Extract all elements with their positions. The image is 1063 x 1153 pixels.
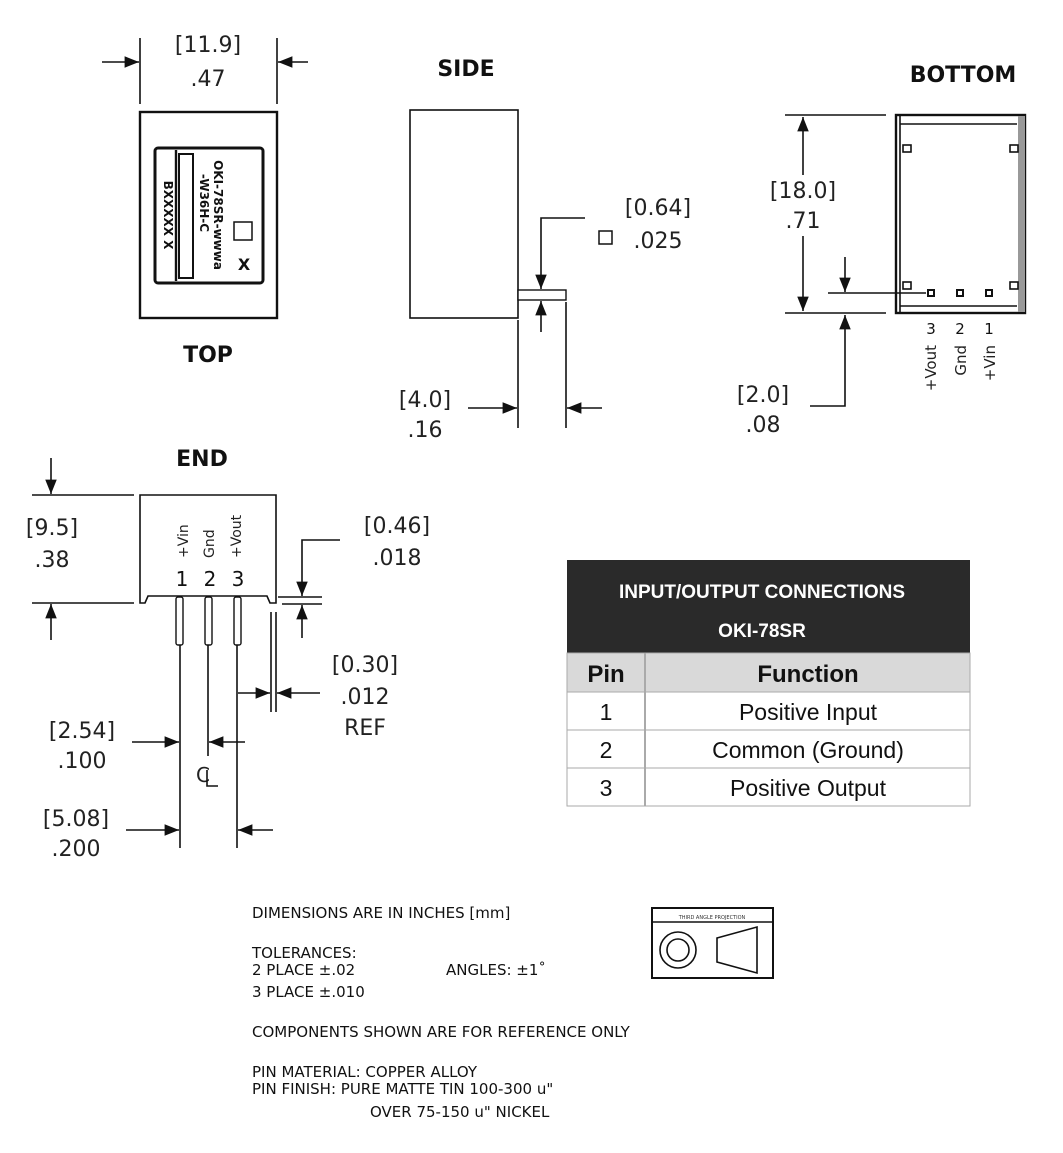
end-span-mm: [5.08] [43, 807, 109, 832]
product-label: OKI-78SR-wwwa -W36H-C BXXXXX X X [153, 146, 265, 285]
table-cell-pin: 1 [600, 699, 613, 725]
top-view: [11.9] .47 OKI-78SR-wwwa -W36H-C BXXXXX … [102, 33, 308, 368]
end-pin-label: +Vin [176, 524, 192, 558]
end-pin-width-mm: [0.30] [332, 653, 398, 678]
end-view-title: END [176, 447, 228, 472]
note-pin-material: PIN MATERIAL: COPPER ALLOY [252, 1063, 478, 1081]
table-cell-function: Positive Output [730, 775, 887, 801]
module-end-outline [139, 494, 277, 604]
centerline-symbol: C [196, 763, 218, 787]
end-pin-number: 1 [176, 567, 189, 591]
pin-side [517, 289, 567, 301]
bottom-pin-offset-in: .08 [746, 413, 781, 438]
svg-text:C: C [196, 763, 210, 787]
projection-label: THIRD ANGLE PROJECTION [678, 915, 746, 921]
bottom-pin-number: 2 [955, 320, 965, 338]
side-pin-length-mm: [4.0] [399, 388, 451, 413]
table-subtitle: OKI-78SR [718, 621, 806, 642]
label-mark: X [238, 255, 251, 274]
side-pin-in: .025 [634, 229, 683, 254]
end-span-in: .200 [52, 837, 101, 862]
end-pin-number: 3 [232, 567, 245, 591]
module-side-outline [409, 109, 519, 319]
table-row: 3 Positive Output [600, 775, 887, 801]
note-two-place: 2 PLACE ±.02 [252, 961, 355, 979]
table-title: INPUT/OUTPUT CONNECTIONS [619, 582, 905, 603]
table-row: 1 Positive Input [600, 699, 878, 725]
table-cell-pin: 2 [600, 737, 613, 763]
label-date-code: BXXXXX X [161, 181, 175, 251]
end-pin-number: 2 [204, 567, 217, 591]
module-top-outline [138, 110, 279, 320]
top-width-in: .47 [191, 67, 226, 92]
end-pitch-mm: [2.54] [49, 719, 115, 744]
note-units: DIMENSIONS ARE IN INCHES [mm] [252, 904, 510, 922]
label-suffix: -W36H-C [197, 174, 211, 232]
note-reference: COMPONENTS SHOWN ARE FOR REFERENCE ONLY [252, 1023, 631, 1041]
table-header-function: Function [757, 661, 858, 688]
square-pin-symbol [598, 230, 613, 245]
bottom-view: BOTTOM [18.0] .71 [2.0] .08 3 2 1 +Vout … [737, 63, 1027, 438]
side-pin-mm: [0.64] [625, 196, 691, 221]
bottom-length-mm: [18.0] [770, 179, 836, 204]
top-width-mm: [11.9] [175, 33, 241, 58]
end-standoff-in: .018 [373, 546, 422, 571]
bottom-length-in: .71 [786, 209, 821, 234]
table-cell-function: Positive Input [739, 699, 878, 725]
note-three-place: 3 PLACE ±.010 [252, 983, 365, 1001]
end-pin-label: Gnd [202, 529, 218, 558]
io-connections-table: INPUT/OUTPUT CONNECTIONS OKI-78SR Pin Fu… [566, 560, 971, 807]
side-pin-length-in: .16 [408, 418, 443, 443]
end-pitch-in: .100 [58, 749, 107, 774]
third-angle-projection-symbol: THIRD ANGLE PROJECTION [651, 907, 774, 979]
end-height-mm: [9.5] [26, 516, 78, 541]
note-tolerances: TOLERANCES: [251, 944, 357, 962]
end-pin-width-ref: REF [344, 716, 386, 741]
end-standoff-mm: [0.46] [364, 514, 430, 539]
bottom-pin-offset-mm: [2.0] [737, 383, 789, 408]
note-angles: ANGLES: ±1˚ [446, 961, 546, 979]
table-header-pin: Pin [587, 661, 624, 688]
module-bottom-outline [894, 113, 1027, 315]
bottom-pin-number: 3 [926, 320, 936, 338]
side-view: SIDE [0.64] .025 [4.0] .16 [399, 57, 691, 443]
top-view-title: TOP [183, 343, 233, 368]
note-pin-finish: PIN FINISH: PURE MATTE TIN 100-300 u" [252, 1080, 553, 1098]
bottom-pin-number: 1 [984, 320, 994, 338]
bottom-view-title: BOTTOM [910, 63, 1017, 88]
table-row: 2 Common (Ground) [600, 737, 904, 763]
drawing-notes: DIMENSIONS ARE IN INCHES [mm] TOLERANCES… [251, 904, 631, 1121]
bottom-pin-label: Gnd [952, 345, 970, 376]
bottom-pin-label: +Vin [981, 345, 999, 381]
table-cell-pin: 3 [600, 775, 613, 801]
table-cell-function: Common (Ground) [712, 737, 904, 763]
side-view-title: SIDE [437, 57, 494, 82]
bottom-pin-label: +Vout [922, 345, 940, 391]
end-height-in: .38 [35, 548, 70, 573]
end-pin-label: +Vout [229, 514, 245, 558]
note-pin-finish-2: OVER 75-150 u" NICKEL [370, 1103, 550, 1121]
end-view: END +Vin Gnd +Vout 1 2 3 [9.5] .38 [0.46… [26, 447, 430, 862]
label-model: OKI-78SR-wwwa [211, 160, 225, 270]
end-pin-width-in: .012 [341, 685, 390, 710]
